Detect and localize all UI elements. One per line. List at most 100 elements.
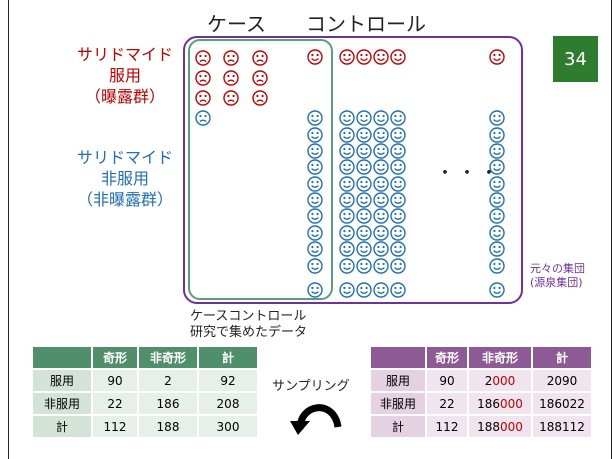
table-row: 非服用 22 186 208 <box>33 393 257 414</box>
table-cell: 186022 <box>533 393 591 414</box>
table-cell: 非服用 <box>33 393 91 414</box>
smiley-face-icon <box>356 208 372 224</box>
smiley-face-icon <box>390 282 406 298</box>
smiley-face-icon <box>339 241 355 257</box>
smiley-face-icon <box>489 282 505 298</box>
smiley-face-icon <box>356 143 372 159</box>
population-label-line2: (源泉集団) <box>530 276 583 289</box>
smiley-face-icon <box>339 258 355 274</box>
smiley-face-icon <box>373 241 389 257</box>
table-row: 計 112 188 300 <box>33 416 257 437</box>
smiley-face-icon <box>307 110 323 126</box>
smiley-face-icon <box>373 159 389 175</box>
smiley-face-icon <box>390 127 406 143</box>
population-label: 元々の集団 (源泉集団) <box>530 262 585 290</box>
sad-face-icon <box>223 50 239 66</box>
smiley-face-icon <box>489 110 505 126</box>
smiley-face-icon <box>356 110 372 126</box>
exposed-label-line3: （曝露群） <box>84 87 165 106</box>
smiley-face-icon <box>489 176 505 192</box>
smiley-face-icon <box>390 49 406 65</box>
unexposed-label-line2: 非服用 <box>100 169 149 188</box>
smiley-face-icon <box>356 49 372 65</box>
smiley-face-icon <box>489 159 505 175</box>
smiley-face-icon <box>339 49 355 65</box>
source-population-box <box>183 36 523 304</box>
cell-highlight: 000 <box>492 373 516 388</box>
table-cell: 300 <box>199 416 257 437</box>
table-cell: 計 <box>371 416 425 437</box>
study-label: ケースコントロール 研究で集めたデータ <box>190 309 307 341</box>
smiley-face-icon <box>307 176 323 192</box>
table-cell: 計 <box>33 416 91 437</box>
table-cell: 186000 <box>469 393 531 414</box>
smiley-face-icon <box>339 192 355 208</box>
smiley-face-icon <box>307 282 323 298</box>
pop-th-blank <box>371 347 425 368</box>
smiley-face-icon <box>373 225 389 241</box>
table-cell: 188000 <box>469 416 531 437</box>
smiley-face-icon <box>489 241 505 257</box>
sad-face-icon <box>195 110 211 126</box>
smiley-face-icon <box>339 127 355 143</box>
study-label-line2: 研究で集めたデータ <box>190 325 308 340</box>
table-cell: 208 <box>199 393 257 414</box>
smiley-face-icon <box>339 282 355 298</box>
smiley-face-icon <box>339 143 355 159</box>
smiley-face-icon <box>373 282 389 298</box>
smiley-face-icon <box>339 159 355 175</box>
table-cell: 186 <box>139 393 197 414</box>
page-number: 34 <box>553 36 598 82</box>
study-th-not-malformed: 非奇形 <box>139 347 197 368</box>
smiley-face-icon <box>489 143 505 159</box>
smiley-face-icon <box>307 225 323 241</box>
smiley-face-icon <box>307 192 323 208</box>
smiley-face-icon <box>390 241 406 257</box>
exposed-label-line1: サリドマイド <box>76 45 173 64</box>
population-label-line1: 元々の集団 <box>530 262 585 275</box>
cell-base: 186 <box>477 396 500 411</box>
exposed-label-line2: 服用 <box>108 66 141 85</box>
smiley-face-icon <box>356 241 372 257</box>
population-table-header: 奇形 非奇形 計 <box>371 347 591 368</box>
cell-base: 188 <box>477 419 500 434</box>
smiley-face-icon <box>489 127 505 143</box>
smiley-face-icon <box>390 225 406 241</box>
smiley-face-icon <box>489 258 505 274</box>
study-th-blank <box>33 347 91 368</box>
slide-frame <box>8 0 612 459</box>
study-table: 奇形 非奇形 計 服用 90 2 92 非服用 22 186 208 計 112… <box>31 345 259 439</box>
smiley-face-icon <box>356 258 372 274</box>
table-cell: 非服用 <box>371 393 425 414</box>
table-cell: 112 <box>427 416 467 437</box>
sad-face-icon <box>195 90 211 106</box>
cell-base: 2 <box>484 373 493 388</box>
table-cell: 22 <box>93 393 137 414</box>
table-cell: 90 <box>427 370 467 391</box>
smiley-face-icon <box>373 49 389 65</box>
cell-highlight: 000 <box>500 396 523 411</box>
smiley-face-icon <box>390 192 406 208</box>
study-table-header: 奇形 非奇形 計 <box>33 347 257 368</box>
population-table: 奇形 非奇形 計 服用 90 2000 2090 非服用 22 186000 1… <box>369 345 593 439</box>
smiley-face-icon <box>489 49 505 65</box>
table-cell: 188 <box>139 416 197 437</box>
smiley-face-icon <box>373 110 389 126</box>
table-cell: 服用 <box>371 370 425 391</box>
study-label-line1: ケースコントロール <box>190 309 307 324</box>
smiley-face-icon <box>489 192 505 208</box>
smiley-face-icon <box>390 159 406 175</box>
case-header: ケース <box>207 12 266 36</box>
unexposed-label-line1: サリドマイド <box>76 148 173 167</box>
unexposed-label-line3: （非曝露群） <box>76 190 173 209</box>
smiley-face-icon <box>373 127 389 143</box>
sad-face-icon <box>252 50 268 66</box>
table-cell: 22 <box>427 393 467 414</box>
sad-face-icon <box>223 90 239 106</box>
ellipsis: ・・・ <box>436 163 502 184</box>
smiley-face-icon <box>356 127 372 143</box>
sad-face-icon <box>223 70 239 86</box>
smiley-face-icon <box>373 143 389 159</box>
curved-arrow-icon <box>290 404 342 435</box>
smiley-face-icon <box>307 49 323 65</box>
